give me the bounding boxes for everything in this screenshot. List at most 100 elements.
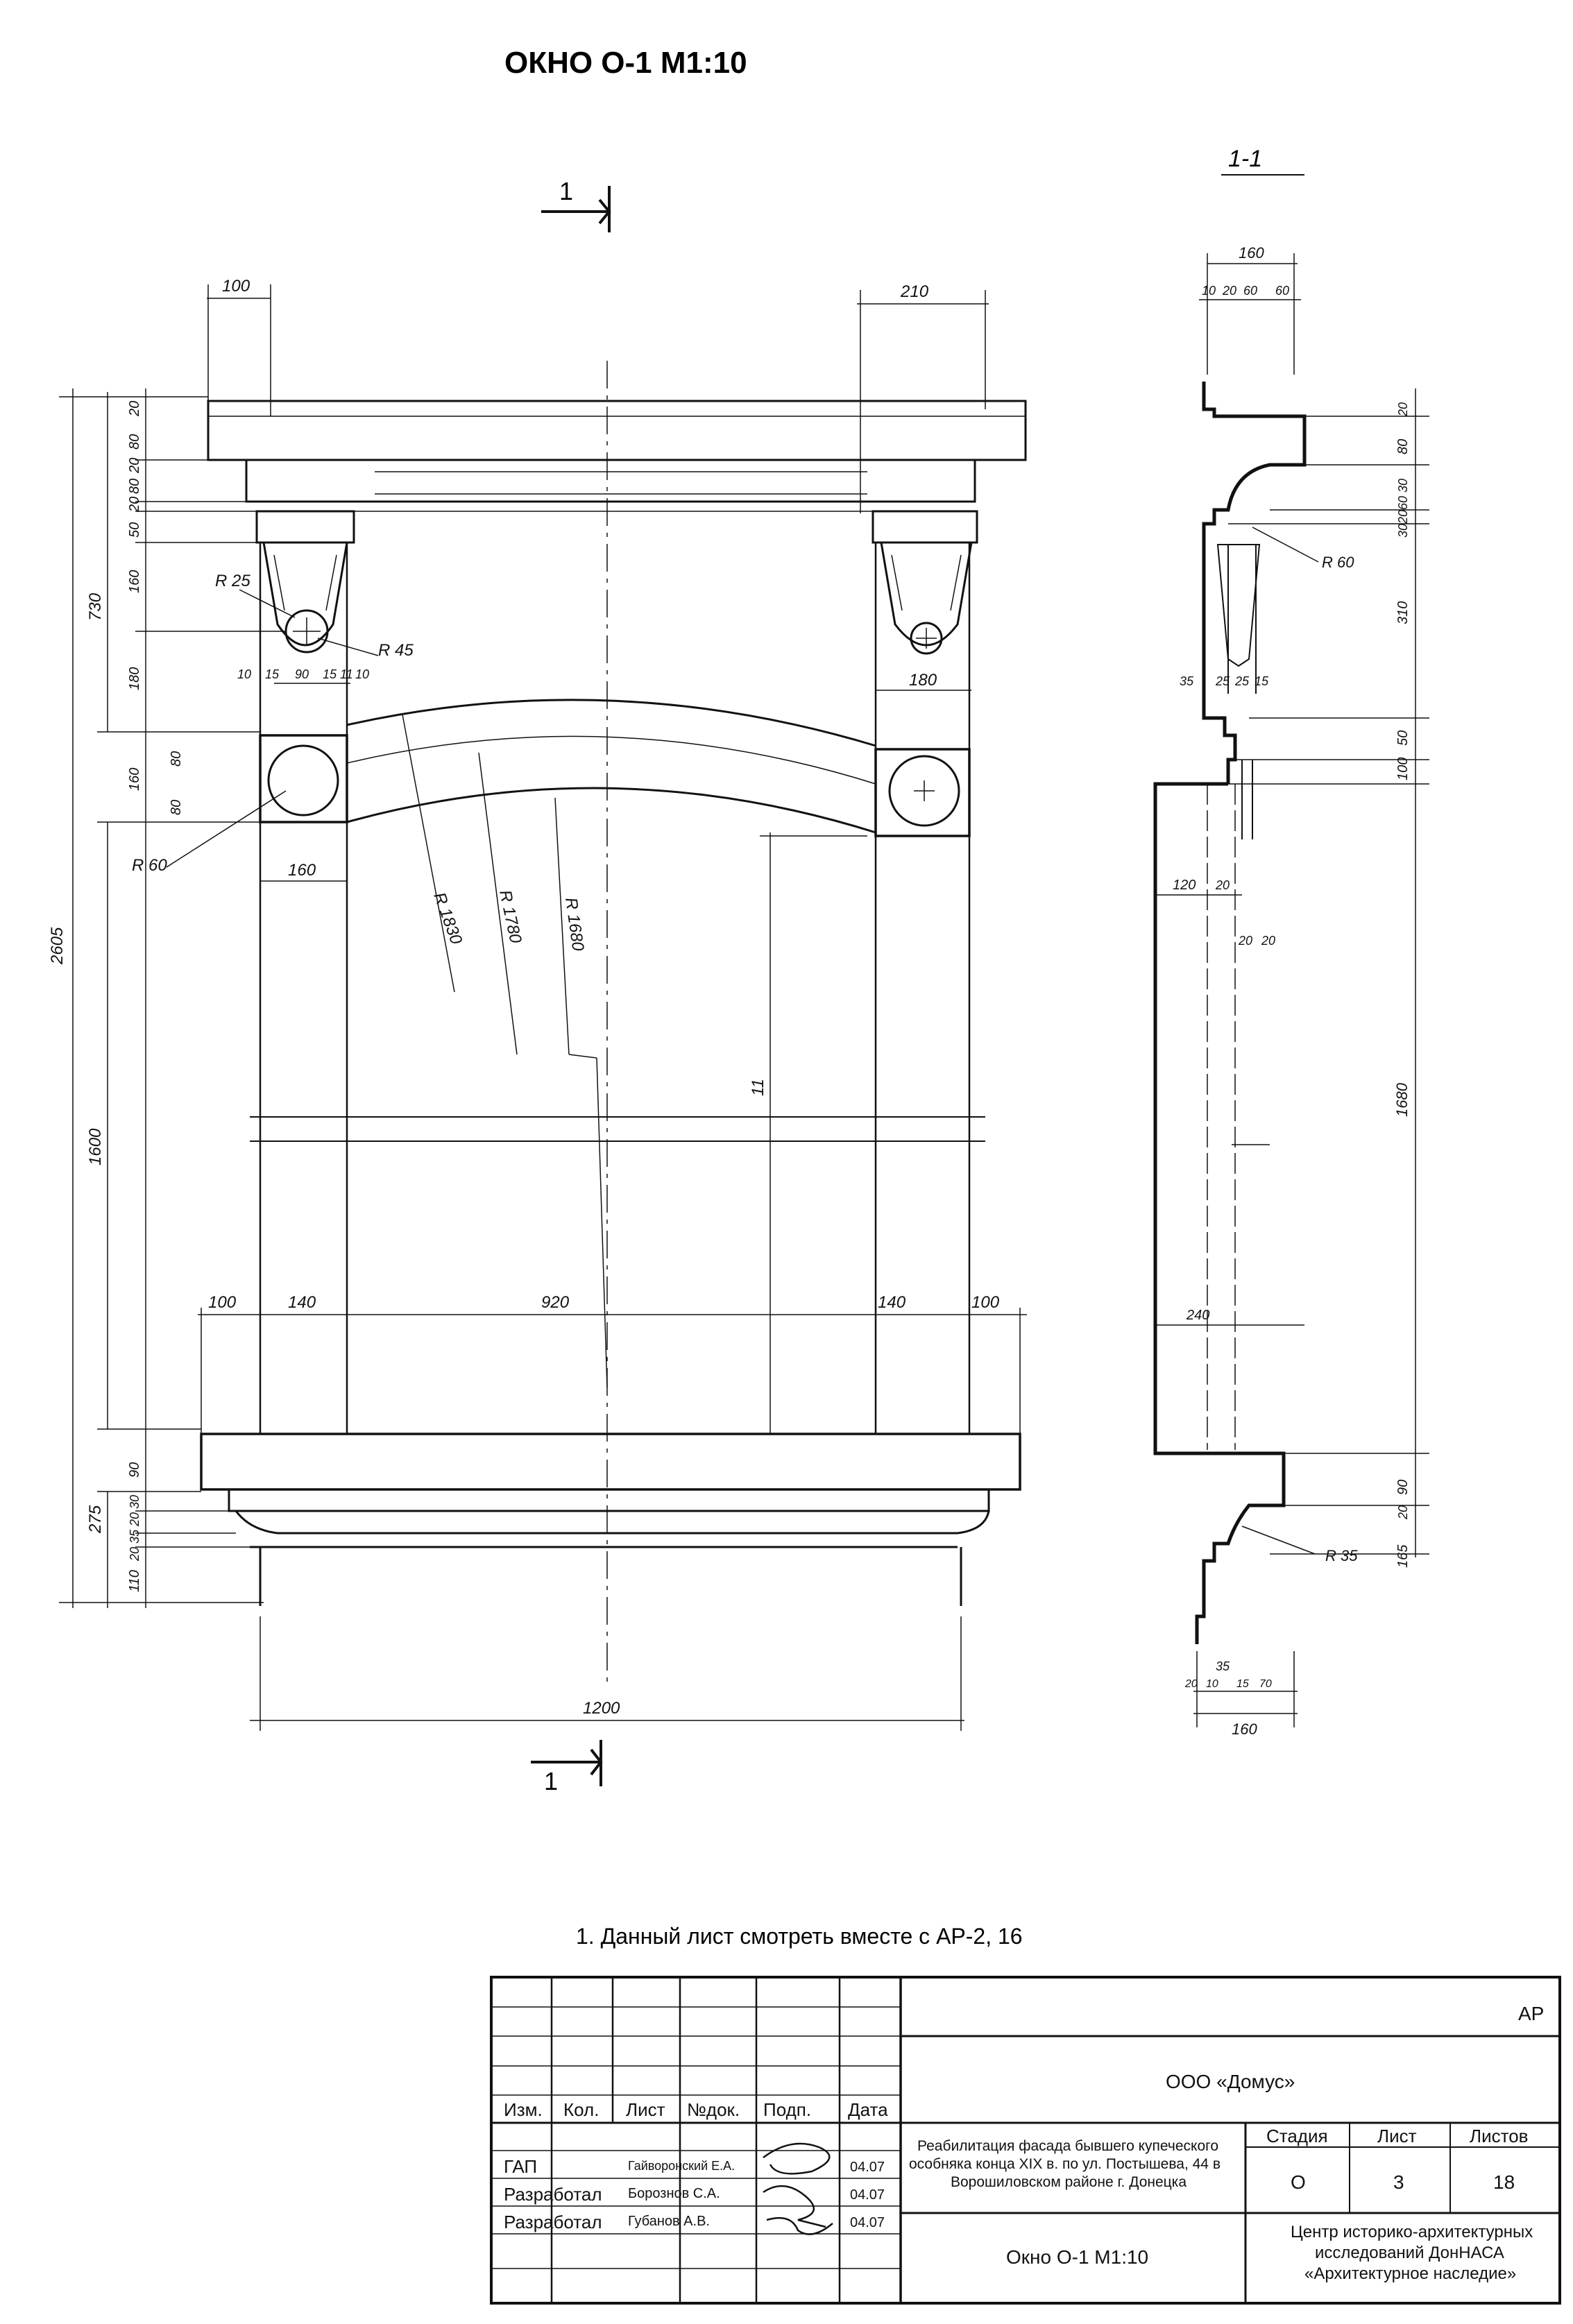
window-sill (200, 1433, 1021, 1491)
header-data: Дата (848, 2099, 888, 2120)
dim-row: 20 (127, 401, 142, 417)
dim-top-left: 100 (222, 277, 250, 296)
sheet-title: ОКНО О-1 М1:10 (504, 46, 747, 80)
section-right-dim: 310 (1395, 601, 1411, 624)
cornice-slab (207, 400, 1027, 461)
title-block (490, 1976, 1561, 2305)
section-view (1153, 382, 1307, 1644)
rosette-width-left: 160 (288, 861, 316, 880)
capital-right (871, 510, 978, 544)
project-line-3: Ворошиловском районе г. Донецка (951, 2174, 1187, 2190)
dim-row: 180 (127, 667, 142, 690)
person-date: 04.07 (850, 2160, 885, 2175)
section-right-dim: 20 (1396, 402, 1410, 417)
section-mid-dim: 20 (1261, 934, 1275, 948)
section-mid-dim: 25 (1215, 674, 1230, 688)
dim-row: 80 (169, 800, 184, 815)
capital-left (255, 510, 355, 544)
section-top-part: 20 (1222, 284, 1236, 298)
rosette-right-box (874, 748, 971, 837)
section-bottom-width: 160 (1232, 1720, 1257, 1738)
rosette-left-box (259, 734, 348, 823)
front-dimension-texts: 100 210 2605 730 1600 275 20 80 20 80 20… (48, 277, 1000, 1718)
person-role: Разработал (504, 2212, 602, 2232)
section-bottom-part: 10 (1206, 1678, 1218, 1690)
sheets-value: 18 (1493, 2171, 1515, 2193)
sheet-value: 3 (1393, 2171, 1404, 2193)
radius-r60: R 60 (132, 856, 167, 875)
bottom-dim: 920 (541, 1293, 570, 1312)
console-dim: 90 (295, 667, 309, 681)
dim-row: 30 (128, 1495, 142, 1509)
title-block-company: ООО «Домус» (1166, 2071, 1295, 2092)
section-right-dim: 100 (1395, 758, 1411, 780)
console-dim: 10 (355, 667, 369, 681)
section-bottom-part: 20 (1184, 1678, 1198, 1690)
dim-sill-height: 275 (86, 1505, 105, 1534)
radius-r1830: R 1830 (430, 890, 466, 948)
person-date: 04.07 (850, 2187, 885, 2203)
section-top-width: 160 (1239, 244, 1264, 262)
person-role: Разработал (504, 2184, 602, 2205)
sheets-label: Листов (1470, 2126, 1528, 2146)
section-right-dim: 30 (1396, 524, 1410, 538)
front-view (200, 400, 1027, 1606)
dim-row: 90 (127, 1462, 142, 1478)
person-date: 04.07 (850, 2215, 885, 2230)
header-kol: Кол. (563, 2099, 599, 2120)
section-radius-r35: R 35 (1325, 1547, 1358, 1564)
console-dim: 10 (237, 667, 251, 681)
dim-row: 110 (127, 1570, 142, 1592)
section-mid-dim: 240 (1186, 1308, 1209, 1323)
radius-r45: R 45 (378, 641, 414, 660)
dim-row: 80 (169, 751, 184, 767)
section-dimension-texts: 160 10 20 60 60 20 80 30 60 20 30 310 50… (1173, 244, 1411, 1738)
section-mid-dim: 25 (1234, 674, 1250, 688)
title-block-code: АР (1518, 2003, 1544, 2024)
section-bottom-part: 35 (1216, 1659, 1230, 1673)
overall-width: 1200 (583, 1699, 620, 1718)
section-top-part: 10 (1202, 284, 1216, 298)
section-radius-r60: R 60 (1322, 554, 1354, 571)
opening-dim: 11 (749, 1079, 767, 1096)
section-right-dim: 80 (1395, 439, 1411, 454)
org-line-3: «Архитектурное наследие» (1304, 2264, 1516, 2283)
section-marker-bottom (531, 1740, 603, 1786)
sheet-label: Лист (1377, 2126, 1417, 2146)
section-mid-dim: 20 (1215, 878, 1230, 892)
section-marker-bottom-label: 1 (544, 1767, 558, 1795)
section-marker-top (541, 186, 611, 232)
section-top-part: 60 (1243, 284, 1257, 298)
person-name: Губанов А.В. (628, 2214, 710, 2229)
arch-outer (346, 699, 876, 747)
section-dimension-lines (1155, 253, 1429, 1727)
section-profile-upper (1202, 382, 1307, 784)
dim-opening-height: 1600 (86, 1128, 105, 1165)
person-name: Гайворонский Е.А. (628, 2159, 735, 2173)
section-mid-dim: 35 (1180, 674, 1194, 688)
drawing-name: Окно О-1 М1:10 (1006, 2246, 1148, 2268)
console-right-roll (910, 622, 943, 655)
bottom-dim: 140 (288, 1293, 316, 1312)
radius-r1680: R 1680 (561, 896, 588, 952)
dim-row: 50 (127, 522, 142, 538)
rosette-right (888, 755, 960, 827)
section-marker-top-label: 1 (559, 177, 573, 205)
section-mid-dim: 15 (1255, 674, 1269, 688)
person-role: ГАП (504, 2156, 537, 2177)
signatures (763, 2142, 833, 2235)
header-izm: Изм. (504, 2099, 543, 2120)
console-left (262, 542, 348, 647)
arch-inner (346, 787, 876, 834)
sheet-note: 1. Данный лист смотреть вместе с АР-2, 1… (576, 1924, 1023, 1949)
section-right-dim: 60 (1396, 496, 1410, 510)
dim-row: 160 (127, 570, 142, 593)
header-list: Лист (626, 2099, 665, 2120)
dim-row: 80 (127, 434, 142, 450)
dim-overall-height: 2605 (48, 927, 67, 965)
rosette-left (267, 744, 339, 817)
front-dimension-lines (59, 284, 1027, 1731)
header-ndok: №док. (687, 2099, 740, 2120)
bottom-dim: 140 (878, 1293, 906, 1312)
